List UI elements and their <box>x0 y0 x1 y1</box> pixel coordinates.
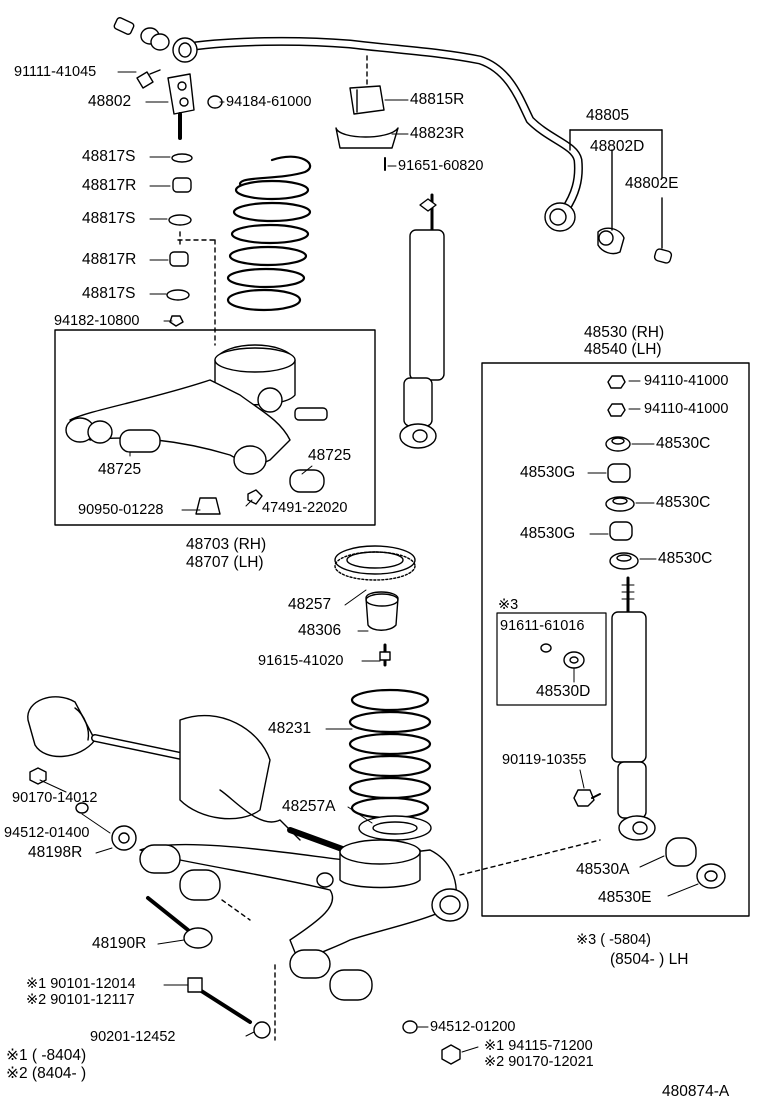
label-48257: 48257 <box>288 596 332 613</box>
label-90170-14012: 90170-14012 <box>12 790 98 806</box>
label-48823R: 48823R <box>410 125 465 142</box>
label-48817R-2: 48817R <box>82 251 137 268</box>
rear-shock-absorber <box>611 576 656 841</box>
label-48703-rh: 48703 (RH) <box>186 536 267 553</box>
label-48530G-2: 48530G <box>520 525 576 542</box>
lower-spring-seat <box>358 815 432 841</box>
lower-arm-bolts <box>146 896 461 1065</box>
stabilizer-link <box>166 73 223 327</box>
bump-stopper <box>365 591 399 667</box>
label-48530A: 48530A <box>576 861 630 878</box>
label-90101-12117: ※2 90101-12117 <box>26 992 135 1008</box>
label-note2: ※2 (8404- ) <box>6 1065 87 1082</box>
label-48817R-1: 48817R <box>82 177 137 194</box>
label-94512-01400: 94512-01400 <box>4 825 90 841</box>
lower-coil-spring <box>348 688 432 820</box>
label-48530C-3: 48530C <box>658 550 713 567</box>
label-91611-61016: 91611-61016 <box>500 618 585 634</box>
label-48817S-1: 48817S <box>82 148 136 165</box>
label-48190R: 48190R <box>92 935 147 952</box>
label-94115-71200: ※1 94115-71200 <box>484 1038 593 1054</box>
label-note1: ※1 ( -8404) <box>6 1047 87 1064</box>
label-91651-60820: 91651-60820 <box>398 158 484 174</box>
spring-seat-insulator <box>334 545 416 581</box>
label-48198R: 48198R <box>28 844 83 861</box>
upper-coil-spring <box>226 155 312 312</box>
label-94110-41000-2: 94110-41000 <box>644 401 729 417</box>
label-48707-lh: 48707 (LH) <box>186 554 264 571</box>
label-48530C-1: 48530C <box>656 435 711 452</box>
upper-control-arm <box>65 239 328 515</box>
stabilizer-bar <box>172 36 583 232</box>
stabilizer-bracket <box>335 55 399 171</box>
diagram-id: 480874-A <box>662 1083 730 1100</box>
label-48530G-1: 48530G <box>520 464 576 481</box>
drive-shaft <box>27 696 348 853</box>
label-94184-61000: 94184-61000 <box>226 94 312 110</box>
label-note3-mark: ※3 <box>498 597 519 613</box>
label-47491-22020: 47491-22020 <box>262 500 348 516</box>
label-90201-12452: 90201-12452 <box>90 1029 176 1045</box>
label-90170-12021: ※2 90170-12021 <box>484 1054 594 1070</box>
label-90101-12014: ※1 90101-12014 <box>26 976 136 992</box>
label-90119-10355: 90119-10355 <box>502 752 587 768</box>
label-note3-line2: (8504- ) LH <box>610 951 689 968</box>
label-48257A: 48257A <box>282 798 336 815</box>
label-48802E: 48802E <box>625 175 679 192</box>
lower-left-nuts <box>29 767 137 851</box>
label-48725-right: 48725 <box>308 447 352 464</box>
stabilizer-bushings-top <box>113 17 170 89</box>
label-94512-01200: 94512-01200 <box>430 1019 516 1035</box>
label-48815R: 48815R <box>410 91 465 108</box>
leader-lines <box>39 71 699 1053</box>
shock-assembly-box <box>481 362 750 917</box>
label-48725-left: 48725 <box>98 461 142 478</box>
note3-box <box>496 612 607 706</box>
shock-hardware-stack <box>605 375 639 570</box>
lower-control-arm <box>139 839 469 1001</box>
label-48817S-3: 48817S <box>82 285 136 302</box>
label-48530D: 48530D <box>536 683 591 700</box>
label-90950-01228: 90950-01228 <box>78 502 164 518</box>
label-48817S-2: 48817S <box>82 210 136 227</box>
label-48805: 48805 <box>586 107 630 124</box>
label-91111-41045: 91111-41045 <box>14 64 97 80</box>
stabilizer-end-bushings <box>569 129 673 264</box>
label-94182-10800: 94182-10800 <box>54 313 140 329</box>
label-91615-41020: 91615-41020 <box>258 653 344 669</box>
shock-lower-bushings <box>459 789 726 889</box>
label-48530-rh: 48530 (RH) <box>584 324 665 341</box>
label-94110-41000-1: 94110-41000 <box>644 373 729 389</box>
label-48231: 48231 <box>268 720 312 737</box>
label-48802: 48802 <box>88 93 132 110</box>
label-note3-line1: ※3 ( -5804) <box>576 932 652 948</box>
label-48530C-2: 48530C <box>656 494 711 511</box>
label-48530E: 48530E <box>598 889 652 906</box>
label-48540-lh: 48540 (LH) <box>584 341 662 358</box>
label-48802D: 48802D <box>590 138 645 155</box>
upper-shock-absorber <box>399 193 445 449</box>
label-48306: 48306 <box>298 622 342 639</box>
